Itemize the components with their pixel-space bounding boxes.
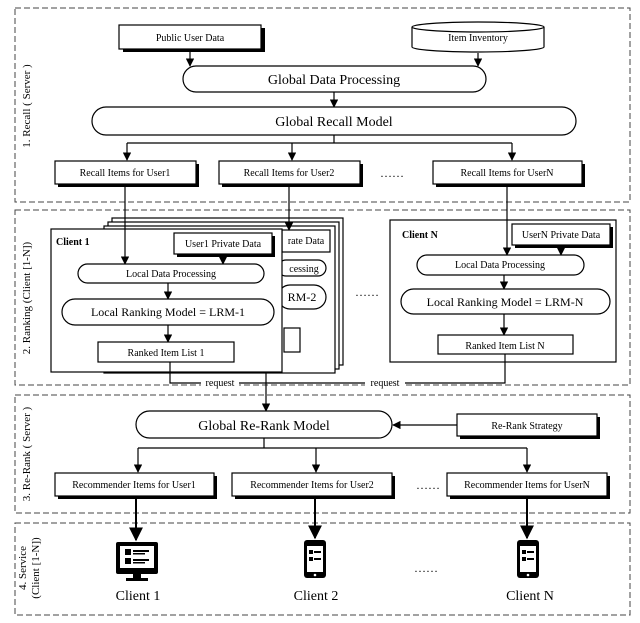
user1-private-data-label: User1 Private Data	[185, 239, 262, 250]
recall-items-usern-label: Recall Items for UserN	[460, 168, 553, 179]
mobile-phone-icon-n	[517, 540, 539, 578]
stack-lrm-fragment: RM-2	[288, 290, 317, 304]
stage-label-rerank: 3. Re-Rank ( Server )	[21, 406, 33, 501]
ranked-item-list-1-label: Ranked Item List 1	[128, 348, 205, 359]
stage-label-service-2: (Client [1-N])	[30, 537, 42, 599]
recall-items-user2-label: Recall Items for User2	[244, 168, 335, 179]
global-data-processing-label: Global Data Processing	[268, 73, 400, 88]
stage-label-ranking: 2. Ranking (Client [1-N])	[21, 241, 33, 354]
desktop-monitor-icon	[116, 542, 158, 581]
item-inventory-database	[411, 21, 545, 53]
stage-label-recall: 1. Recall ( Server )	[21, 64, 33, 148]
local-ranking-model-n-label: Local Ranking Model = LRM-N	[427, 295, 584, 309]
ranking-stage-panel	[14, 209, 631, 386]
recommender-items-user2-label: Recommender Items for User2	[250, 480, 374, 491]
local-data-processing-1-label: Local Data Processing	[126, 269, 216, 280]
ranked-item-list-n-label: Ranked Item List N	[465, 341, 544, 352]
stage-label-service-1: 4. Service	[17, 546, 29, 590]
rerank-stage-panel	[14, 394, 631, 514]
service-stage-panel	[14, 522, 631, 616]
service-clientn-label: Client N	[506, 589, 554, 604]
mobile-phone-icon	[304, 540, 326, 578]
request-label-1: request	[206, 378, 235, 389]
ranking-ellipsis: ……	[355, 285, 379, 299]
recall-stage-panel	[14, 7, 631, 203]
local-ranking-model-1-label: Local Ranking Model = LRM-1	[91, 305, 245, 319]
stack-processing-fragment: cessing	[289, 264, 318, 275]
recall-items-user1-box	[54, 160, 197, 185]
ranked-item-list-1-box	[97, 341, 235, 363]
global-recall-model-label: Global Recall Model	[275, 115, 393, 130]
clientn-title: Client N	[402, 230, 439, 241]
rerank-ellipsis: ……	[416, 478, 440, 492]
local-data-processing-1-box	[77, 263, 265, 284]
global-rerank-model-label: Global Re-Rank Model	[198, 419, 330, 434]
client1-title: Client 1	[56, 237, 90, 248]
service-client1-label: Client 1	[116, 589, 161, 604]
recommender-items-usern-box	[446, 472, 608, 497]
recall-items-user2-box	[218, 160, 361, 185]
public-user-data-label: Public User Data	[156, 33, 225, 44]
recommender-items-user1-box	[54, 472, 215, 497]
rerank-strategy-label: Re-Rank Strategy	[491, 421, 562, 432]
local-ranking-model-n-box	[400, 288, 611, 315]
service-client2-label: Client 2	[294, 589, 339, 604]
recommender-items-user1-label: Recommender Items for User1	[72, 480, 196, 491]
stack-private-data-fragment: rate Data	[288, 236, 325, 247]
recommender-items-usern-label: Recommender Items for UserN	[464, 480, 590, 491]
local-data-processing-n-label: Local Data Processing	[455, 260, 545, 271]
service-ellipsis: ……	[414, 561, 438, 575]
recommender-items-user2-box	[231, 472, 393, 497]
usern-private-data-label: UserN Private Data	[522, 230, 601, 241]
item-inventory-label: Item Inventory	[448, 33, 508, 44]
recall-ellipsis: ……	[380, 166, 404, 180]
local-data-processing-n-box	[416, 254, 585, 276]
request-label-2: request	[371, 378, 400, 389]
recall-items-user1-label: Recall Items for User1	[80, 168, 171, 179]
